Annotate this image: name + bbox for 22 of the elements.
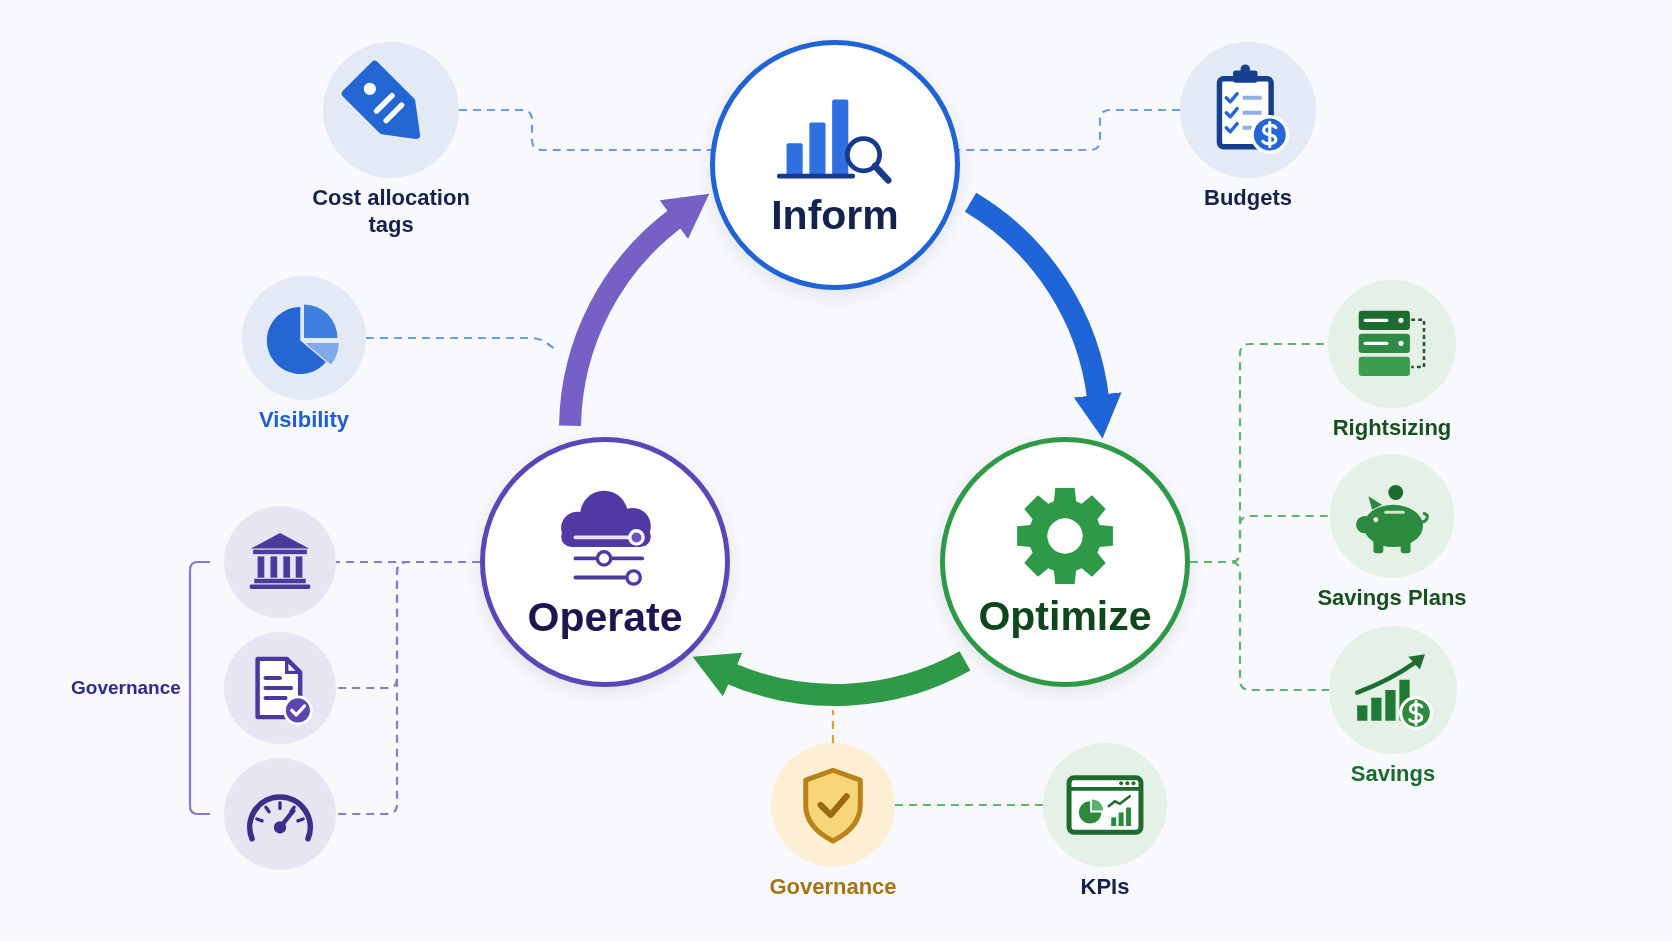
node-label: Budgets [1204, 184, 1292, 211]
dashed-connector [1190, 560, 1329, 692]
dashed-connector [459, 108, 711, 152]
cycle-arrow [559, 191, 708, 427]
leader-line [366, 336, 557, 351]
node-label: Rightsizing [1332, 414, 1452, 441]
dashed-connector [336, 560, 480, 816]
phase-label: Inform [771, 192, 899, 239]
phase-label: Optimize [978, 594, 1152, 640]
phase-label: Operate [527, 594, 683, 641]
cycle-arrow [964, 193, 1122, 439]
node-label: Visibility [258, 406, 350, 433]
group-label: Governance [71, 676, 181, 700]
node-label: Cost allocation tags [311, 184, 471, 238]
node-label: Savings [1350, 760, 1436, 787]
leader-line [831, 710, 835, 743]
cycle-arrow [691, 651, 970, 706]
dashed-connector [959, 108, 1180, 152]
node-label: Savings Plans [1317, 584, 1467, 611]
node-label: Governance [769, 873, 897, 900]
dashed-connector [895, 803, 1043, 807]
node-label: KPIs [1080, 873, 1130, 900]
